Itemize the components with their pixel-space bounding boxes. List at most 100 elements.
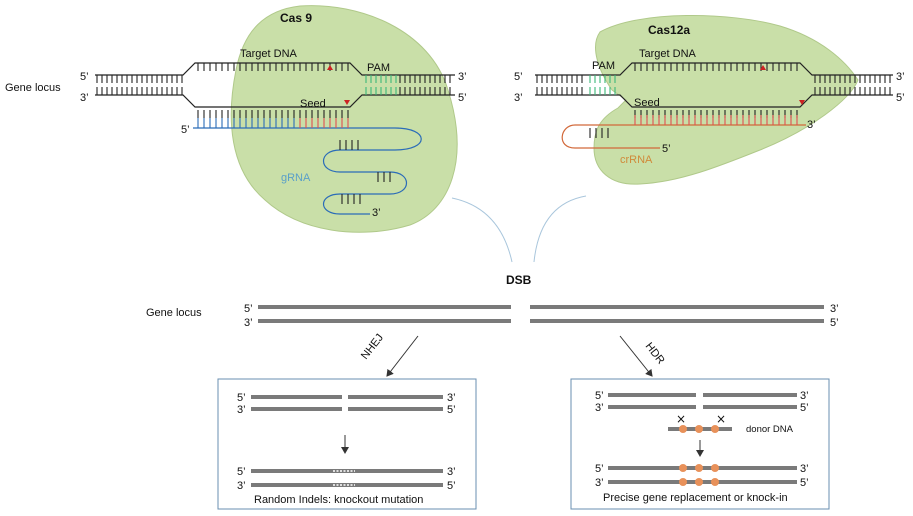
crrna-strand [561, 124, 806, 149]
hdr-three-prime-c: 3’ [595, 477, 604, 489]
dsb-top-right-strand [530, 305, 824, 309]
donor-insert-dot [679, 425, 687, 433]
cas12a-cut-site-top [760, 65, 766, 70]
cas9-grna-five-prime: 5’ [181, 124, 190, 136]
hdr-five-prime-b: 5’ [800, 402, 809, 414]
grna-label: gRNA [281, 172, 311, 184]
dsb-top-left-strand [258, 305, 511, 309]
nhej-arrow-label: NHEJ [359, 332, 386, 362]
cas9-five-prime-top: 5’ [80, 71, 89, 83]
hdr-three-prime-b: 3’ [800, 390, 809, 402]
cas9-three-prime-top-right: 3’ [458, 71, 467, 83]
nhej-bottom-right-strand [348, 407, 443, 411]
knockin-dot-top [679, 464, 687, 472]
hdr-top-left-strand [608, 393, 696, 397]
cas9-panel: Gene locus 5’ 3’ 3’ 5’ Cas 9 Target DNA … [5, 5, 467, 233]
nhej-bottom-left-strand [251, 407, 342, 411]
cas12a-pam-label: PAM [592, 60, 615, 72]
cas12a-three-prime-bottom: 3’ [514, 92, 523, 104]
cas12a-five-prime-top: 5’ [514, 71, 523, 83]
cas9-bottom-strand [95, 94, 455, 108]
nhej-arrow [386, 335, 419, 377]
hdr-arrow [619, 335, 653, 377]
knockin-dot-bottom [711, 478, 719, 486]
hdr-top-right-strand [703, 393, 797, 397]
cas12a-protein-blob [593, 15, 859, 185]
nhej-box: 5’ 3’ 3’ 5’ 5’ 3’ 3’ 5’ Random Indels: k… [217, 378, 477, 510]
cas9-target-dna-label: Target DNA [240, 48, 298, 60]
arc-right [533, 195, 587, 263]
dsb-label: DSB [506, 273, 532, 287]
nhej-five-prime-c: 5’ [237, 466, 246, 478]
nhej-three-prime-d: 3’ [447, 466, 456, 478]
cas12a-three-prime-top-right: 3’ [896, 71, 905, 83]
gene-locus-label-top: Gene locus [5, 82, 61, 94]
knockin-dot-top [711, 464, 719, 472]
nhej-caption: Random Indels: knockout mutation [254, 494, 423, 506]
dsb-bottom-right-strand [530, 319, 824, 323]
cas9-title: Cas 9 [280, 11, 312, 25]
knockin-dot-bottom [695, 478, 703, 486]
hdr-caption: Precise gene replacement or knock-in [603, 492, 788, 504]
hdr-frame [570, 378, 830, 510]
cas12a-target-dna-label: Target DNA [639, 48, 697, 60]
nhej-top-right-strand [348, 395, 443, 399]
nhej-five-prime-b: 5’ [447, 404, 456, 416]
cas12a-title: Cas12a [648, 23, 690, 37]
nhej-three-prime-b: 3’ [447, 392, 456, 404]
dsb-five-prime-left: 5’ [244, 303, 253, 315]
dsb-section: DSB Gene locus 5’ 3’ 3’ 5’ [146, 273, 839, 329]
cas9-top-strand [95, 62, 455, 76]
cas9-protein-blob [230, 5, 458, 233]
hdr-box: 5’ 3’ 3’ 5’ × × donor DNA 5’ 3’ 3’ 5’ Pr… [570, 378, 830, 510]
cas9-grna-three-prime: 3’ [372, 207, 381, 219]
knockin-inserts [679, 464, 719, 486]
cas9-pam-label: PAM [367, 62, 390, 74]
cas12a-crrna-five-prime: 5’ [662, 143, 671, 155]
nhej-five-prime-d: 5’ [447, 480, 456, 492]
cas12a-crrna-three-prime: 3’ [807, 119, 816, 131]
cas12a-seed-label: Seed [634, 97, 660, 109]
nhej-top-left-strand [251, 395, 342, 399]
hdr-five-prime-a: 5’ [595, 390, 604, 402]
cas9-five-prime-bottom-right: 5’ [458, 92, 467, 104]
dsb-bottom-left-strand [258, 319, 511, 323]
arc-left [451, 197, 513, 263]
hdr-arrow-label: HDR [643, 340, 667, 366]
nhej-five-prime-a: 5’ [237, 392, 246, 404]
crrna-label: crRNA [620, 154, 653, 166]
donor-insert-dot [711, 425, 719, 433]
cas9-cut-site-bottom [344, 100, 350, 105]
cas12a-cut-site-bottom [799, 100, 805, 105]
nhej-three-prime-c: 3’ [237, 480, 246, 492]
donor-insert-dot [695, 425, 703, 433]
crossover-mark-right: × [716, 412, 726, 426]
crossover-mark-left: × [676, 412, 686, 426]
cas9-cut-site-top [327, 65, 333, 70]
cas12a-target-dna [535, 62, 893, 149]
hdr-five-prime-d: 5’ [800, 477, 809, 489]
dsb-three-prime-left: 3’ [244, 317, 253, 329]
donor-dna-label: donor DNA [746, 424, 794, 435]
cas9-three-prime-bottom: 3’ [80, 92, 89, 104]
knockin-dot-bottom [679, 478, 687, 486]
hdr-five-prime-c: 5’ [595, 463, 604, 475]
gene-locus-label-middle: Gene locus [146, 307, 202, 319]
cas9-seed-label: Seed [300, 98, 326, 110]
hdr-three-prime-d: 3’ [800, 463, 809, 475]
dsb-three-prime-right: 3’ [830, 303, 839, 315]
cas12a-five-prime-bottom-right: 5’ [896, 92, 905, 104]
hdr-three-prime-a: 3’ [595, 402, 604, 414]
nhej-three-prime-a: 3’ [237, 404, 246, 416]
cas12a-panel: 5’ 3’ 3’ 5’ Cas12a Target DNA PAM Seed 3… [514, 15, 905, 185]
grna-strand [193, 127, 422, 215]
donor-dna-inserts [679, 425, 719, 433]
hdr-bottom-left-strand [608, 405, 696, 409]
knockin-dot-top [695, 464, 703, 472]
nhej-frame [217, 378, 477, 510]
dsb-five-prime-right: 5’ [830, 317, 839, 329]
cas9-target-dna [95, 62, 455, 215]
hdr-bottom-right-strand [703, 405, 797, 409]
